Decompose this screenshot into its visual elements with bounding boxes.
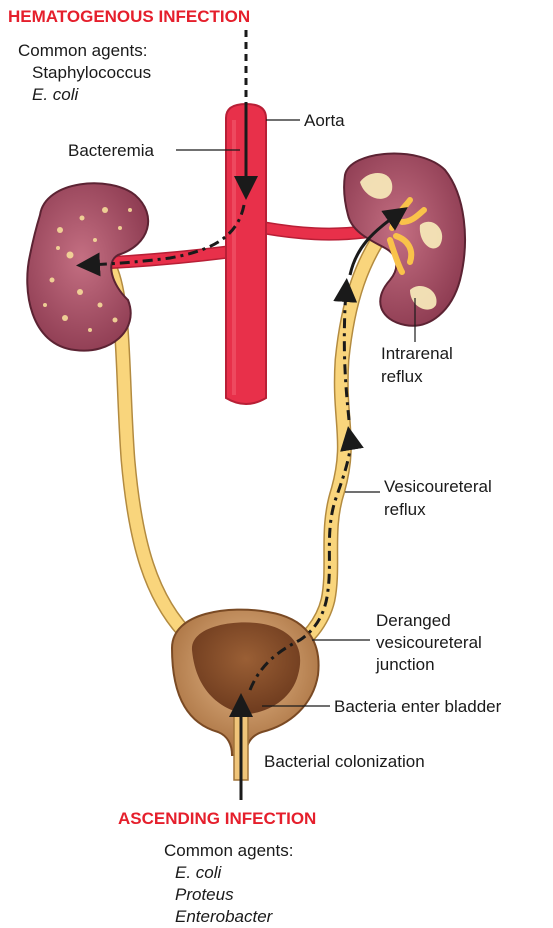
colonization-label: Bacterial colonization bbox=[264, 751, 425, 772]
intrarenal-reflux-label: Intrarenal bbox=[381, 343, 453, 364]
hematogenous-title: HEMATOGENOUS INFECTION bbox=[8, 6, 250, 27]
hematogenous-agents-label: Common agents: bbox=[18, 40, 147, 61]
deranged-junction-label: junction bbox=[376, 654, 435, 675]
deranged-junction-label: vesicoureteral bbox=[376, 632, 482, 653]
ascending-title: ASCENDING INFECTION bbox=[118, 808, 316, 829]
vesicoureteral-reflux-label: reflux bbox=[384, 499, 426, 520]
ascending-agent: Proteus bbox=[175, 884, 234, 905]
ascending-agent: E. coli bbox=[175, 862, 221, 883]
ascending-agents-label: Common agents: bbox=[164, 840, 293, 861]
deranged-junction-label: Deranged bbox=[376, 610, 451, 631]
bacteria-enter-label: Bacteria enter bladder bbox=[334, 696, 501, 717]
vesicoureteral-reflux-label: Vesicoureteral bbox=[384, 476, 492, 497]
intrarenal-reflux-label: reflux bbox=[381, 366, 423, 387]
bacteremia-label: Bacteremia bbox=[68, 140, 154, 161]
ascending-agent: Enterobacter bbox=[175, 906, 272, 927]
hematogenous-agent: E. coli bbox=[32, 84, 78, 105]
hematogenous-agent: Staphylococcus bbox=[32, 62, 151, 83]
aorta-label: Aorta bbox=[304, 110, 345, 131]
